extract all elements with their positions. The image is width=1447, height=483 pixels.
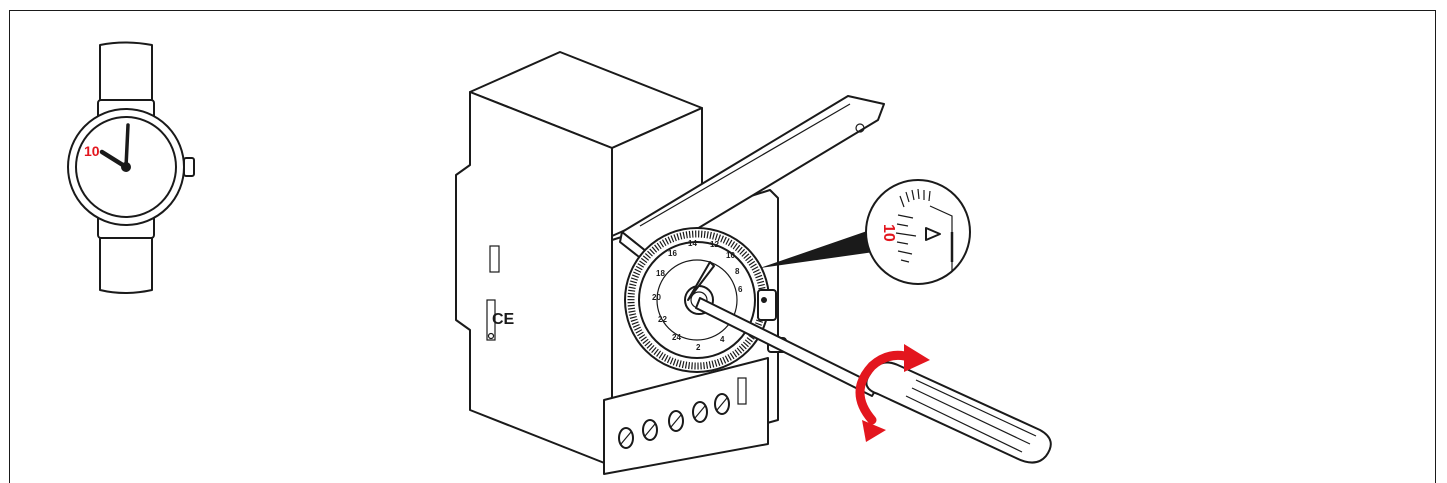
dial-number: 22 <box>658 315 667 324</box>
dial-number: 20 <box>652 293 661 302</box>
screwdriver-icon <box>695 297 1052 464</box>
dial-number: 14 <box>688 239 697 248</box>
dial-number: 8 <box>735 267 740 276</box>
magnifier-label: 10 <box>880 224 897 242</box>
dial-number: 4 <box>720 335 725 344</box>
terminal-screws <box>618 377 747 449</box>
dial-number: 2 <box>696 343 701 352</box>
dial-number: 10 <box>726 251 735 260</box>
timer-device-icon <box>455 51 885 475</box>
magnifier-icon <box>760 179 971 285</box>
rotate-arrow-icon <box>855 344 930 442</box>
dial-number: 18 <box>656 269 665 278</box>
dial-number: 12 <box>710 240 719 249</box>
watch-hour-label: 10 <box>84 143 100 159</box>
dial-number: 24 <box>672 333 681 342</box>
wristwatch-icon <box>67 41 195 294</box>
dial-numbers: 6 8 10 12 14 16 18 20 22 24 2 4 <box>652 239 743 352</box>
dial-number: 6 <box>738 285 743 294</box>
dial-number: 16 <box>668 249 677 258</box>
ce-mark: CE <box>492 311 515 328</box>
illustration-frame <box>9 10 1436 483</box>
